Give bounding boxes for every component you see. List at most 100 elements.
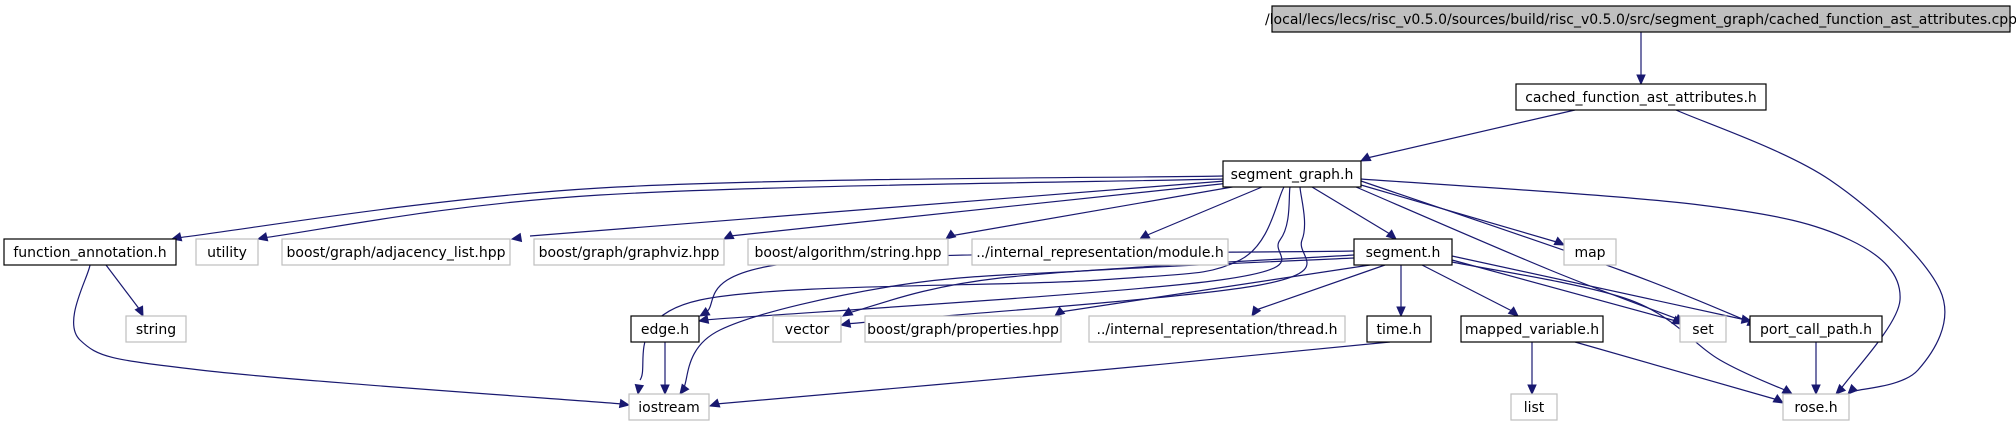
arrowhead (841, 307, 854, 317)
arrowhead (1359, 152, 1372, 162)
arrowhead (1054, 306, 1066, 317)
node-label: segment_graph.h (1231, 167, 1354, 183)
node-label: vector (785, 322, 830, 338)
edge-line (1255, 264, 1386, 311)
arrowhead (1636, 74, 1646, 86)
arrowhead (1527, 384, 1537, 396)
node-label: ../internal_representation/thread.h (1097, 322, 1338, 338)
edge-seg-to-mv (1421, 264, 1519, 317)
edge-line (1059, 264, 1371, 313)
edge-line (1360, 184, 1561, 244)
arrowhead (134, 305, 144, 318)
edge-sg-to-gv (722, 182, 1231, 240)
edge-line (1421, 264, 1513, 312)
node-box (1222, 160, 1362, 188)
edge-edge-to-iostream (660, 342, 670, 396)
edge-line (1451, 261, 1788, 392)
edge-seg-to-rose (1451, 261, 1794, 395)
arrowhead (697, 314, 710, 324)
edge-cfaa-to-rose (1675, 109, 1946, 395)
arrowhead (1507, 306, 1519, 317)
arrowhead (1835, 383, 1847, 395)
edge-line (73, 264, 624, 405)
node-mod: ../internal_representation/module.h (971, 238, 1229, 266)
arrowhead (256, 232, 269, 242)
arrowhead (618, 398, 631, 409)
edge-line (1144, 186, 1263, 237)
node-label: boost/graph/adjacency_list.hpp (287, 245, 506, 261)
edge-root-to-cfaa (1636, 32, 1646, 86)
edge-sg-to-mod (1138, 186, 1263, 240)
arrowhead (1553, 236, 1566, 246)
edge-line (261, 178, 1224, 239)
node-label: edge.h (641, 322, 689, 338)
edge-line (105, 264, 141, 311)
node-box (1515, 83, 1767, 111)
arrowhead (722, 230, 735, 240)
node-label: set (1692, 322, 1714, 338)
node-box (1679, 315, 1727, 343)
node-edge[interactable]: edge.h (630, 315, 700, 343)
node-vector: vector (772, 315, 842, 343)
node-box (1749, 315, 1883, 343)
node-adj: boost/graph/adjacency_list.hpp (281, 238, 511, 266)
node-root[interactable]: /local/lecs/lecs/risc_v0.5.0/sources/bui… (1265, 5, 2016, 33)
edge-line (1311, 186, 1391, 235)
node-cfaa[interactable]: cached_function_ast_attributes.h (1515, 83, 1767, 111)
edge-sg-to-map (1360, 184, 1566, 246)
edge-sg-to-edge (697, 186, 1291, 324)
arrowhead (698, 307, 711, 317)
edge-line (1675, 109, 1946, 393)
node-mv[interactable]: mapped_variable.h (1460, 315, 1604, 343)
node-string: string (125, 315, 187, 343)
edge-seg-to-pcp (1451, 255, 1753, 324)
node-fa[interactable]: function_annotation.h (3, 238, 177, 266)
edge-line (1451, 255, 1747, 321)
node-seg[interactable]: segment.h (1353, 238, 1453, 266)
edge-cfaa-to-sg (1359, 109, 1576, 162)
node-label: utility (207, 245, 247, 261)
node-sg[interactable]: segment_graph.h (1222, 160, 1362, 188)
node-label: map (1574, 245, 1605, 261)
node-box (3, 238, 177, 266)
edge-fa-to-string (105, 264, 144, 318)
edge-line (175, 175, 1224, 239)
edge-line (1360, 178, 1901, 391)
node-label: ../internal_representation/module.h (976, 245, 1224, 261)
edge-line (845, 186, 1308, 325)
arrowhead (1781, 385, 1794, 395)
edge-time-to-iostream (708, 341, 1391, 408)
edge-seg-to-time (1396, 265, 1406, 318)
arrowhead (945, 229, 957, 240)
edge-sg-to-adj (510, 180, 1226, 243)
node-box (125, 315, 187, 343)
node-str-alg: boost/algorithm/string.hpp (747, 238, 949, 266)
arrowhead (679, 383, 690, 395)
edge-sg-to-util (256, 178, 1224, 242)
node-box (971, 238, 1229, 266)
edge-sg-to-vector (839, 186, 1308, 328)
node-box (533, 238, 725, 266)
edge-line (1574, 341, 1779, 401)
edge-line (703, 186, 1291, 321)
node-label: function_annotation.h (13, 245, 166, 261)
node-box (1366, 315, 1432, 343)
edge-seg-to-vector (841, 254, 1355, 317)
node-set: set (1679, 315, 1727, 343)
node-label: mapped_variable.h (1465, 322, 1599, 338)
edge-line (1451, 259, 1677, 322)
node-label: cached_function_ast_attributes.h (1525, 90, 1757, 106)
arrowhead (634, 383, 645, 396)
edge-sg-to-str_alg (945, 185, 1239, 240)
edge-line (949, 185, 1239, 237)
edge-line (729, 182, 1231, 237)
edge-seg-to-props (1054, 264, 1371, 317)
node-time[interactable]: time.h (1366, 315, 1432, 343)
edge-seg-to-thread (1251, 264, 1386, 318)
node-box (1271, 5, 2011, 33)
node-label: time.h (1377, 322, 1422, 338)
node-list: list (1510, 393, 1558, 421)
arrowhead (1385, 229, 1397, 240)
node-pcp[interactable]: port_call_path.h (1749, 315, 1883, 343)
